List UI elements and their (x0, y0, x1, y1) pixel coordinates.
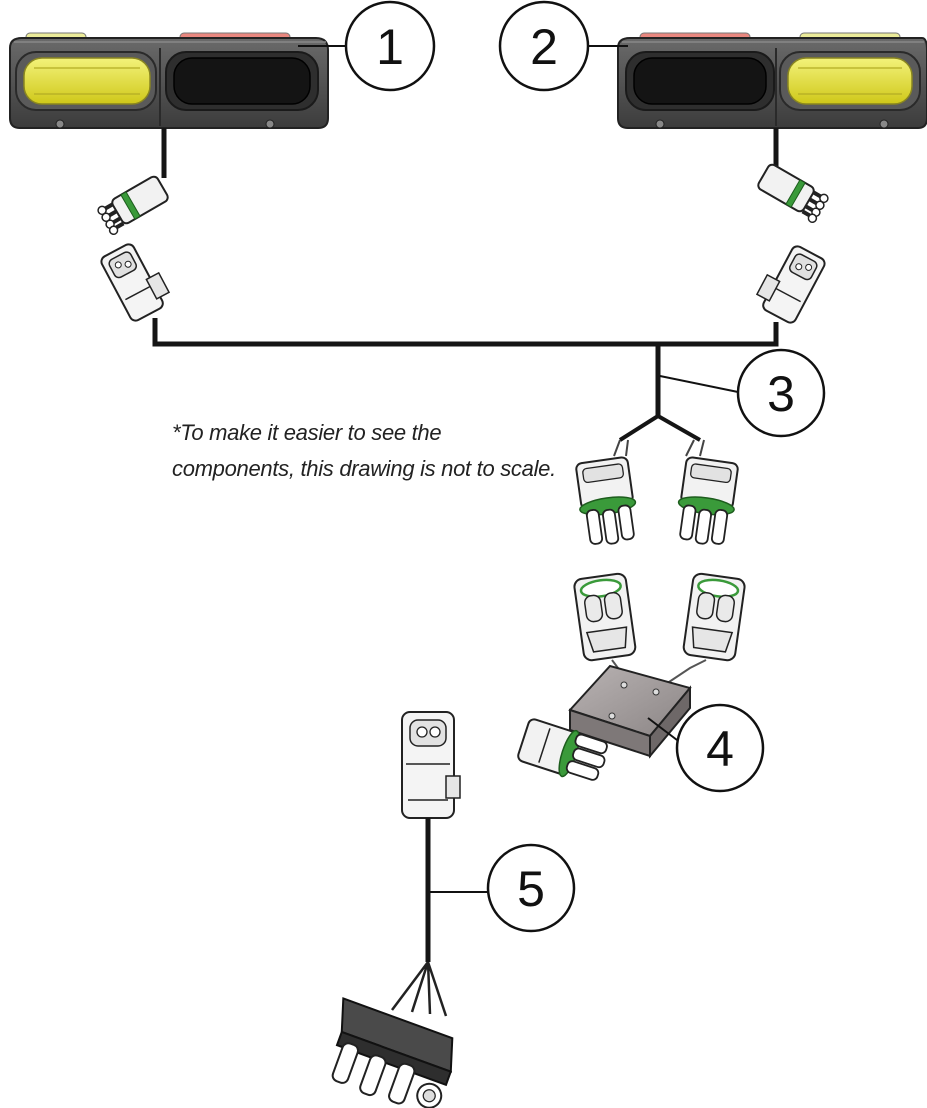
vehicle-harness (315, 712, 461, 1108)
callout-3-label: 3 (767, 366, 795, 422)
left-tail-lamp (10, 33, 328, 128)
amber-lens (24, 58, 150, 104)
left-lamp-connector (97, 175, 171, 236)
red-lens (174, 58, 310, 104)
callout-3-leader (660, 376, 738, 392)
callout-3: 3 (660, 350, 824, 436)
module-input-connector-right (683, 573, 746, 661)
callout-2-label: 2 (530, 19, 558, 75)
right-lamp-connector (755, 163, 829, 224)
callout-1-label: 1 (376, 19, 404, 75)
callout-4-label: 4 (706, 721, 734, 777)
vehicle-harness-plug (402, 712, 460, 818)
scale-disclaimer-note: *To make it easier to see the components… (172, 415, 592, 487)
amber-lens (788, 58, 912, 104)
right-tail-lamp (618, 33, 927, 128)
scale-note-line-2: components, this drawing is not to scale… (172, 451, 592, 487)
harness-left-plug (99, 238, 173, 323)
main-harness (99, 238, 826, 548)
callout-5-label: 5 (517, 861, 545, 917)
callout-5: 5 (430, 845, 574, 931)
module-input-connector-left (573, 573, 636, 661)
scale-note-line-1: *To make it easier to see the (172, 415, 592, 451)
split-connector-right (673, 456, 740, 547)
four-way-flat-connector (315, 998, 461, 1108)
red-lens (634, 58, 766, 104)
callout-2: 2 (500, 2, 628, 90)
harness-right-plug (752, 240, 826, 325)
